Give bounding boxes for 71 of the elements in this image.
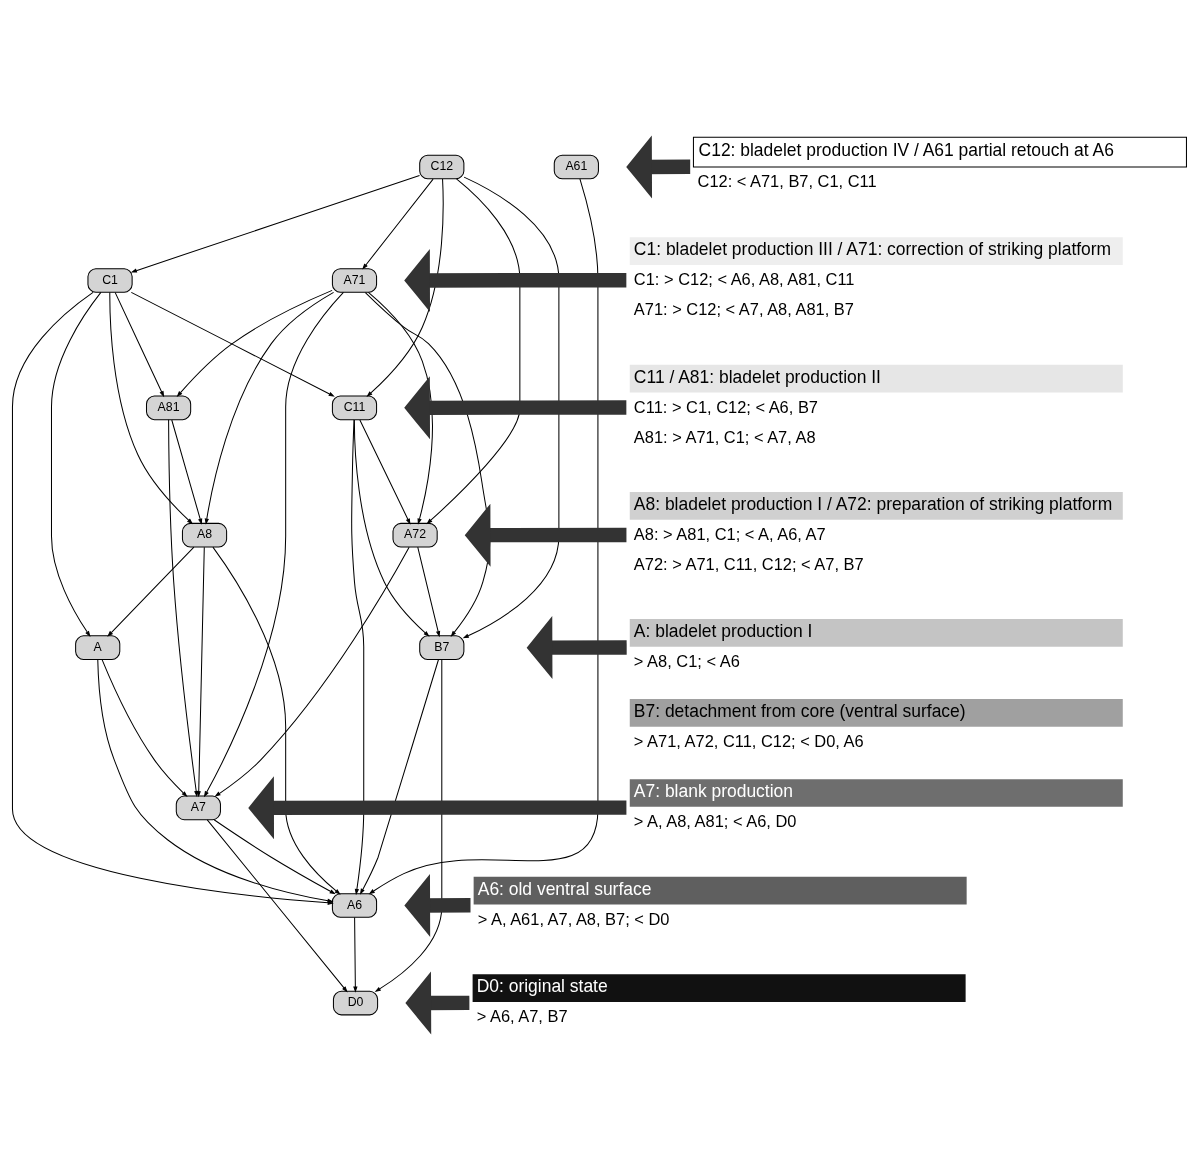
arrow (114, 292, 165, 398)
node-box: D0: original state (472, 974, 966, 1002)
arrow (50, 291, 102, 637)
arrow (130, 291, 335, 397)
arrow (405, 971, 470, 1035)
arrow (214, 546, 410, 797)
node-box: C1 (87, 268, 133, 293)
node-box: C11 (331, 395, 378, 421)
arrow (404, 376, 627, 440)
node-box: C12 (419, 154, 465, 180)
node-box: A8: bladelet production I / A72: preparation of striking platform (629, 492, 1123, 520)
node-box: A72 (392, 522, 438, 548)
node-label: > A8, C1; < A6 (633, 651, 740, 670)
node-box: A61 (553, 154, 599, 180)
arrow (101, 659, 188, 798)
node-box: C11 / A81: bladelet production II (629, 364, 1123, 393)
node-label: > A, A61, A7, A8, B7; < D0 (477, 909, 670, 928)
node-box: B7: detachment from core (ventral surface) (629, 699, 1123, 727)
node-label: A71: > C12; < A7, A8, A81, B7 (633, 300, 854, 319)
arrow (366, 178, 444, 397)
node-box: A6 (331, 893, 378, 918)
arrow (368, 178, 599, 895)
arrow (359, 419, 411, 525)
node-box: A7 (175, 795, 221, 821)
node-box: A81 (146, 395, 192, 421)
node-label: C1: > C12; < A6, A8, A81, C11 (633, 270, 855, 289)
node-label: > A6, A7, B7 (476, 1007, 568, 1026)
node-label: C11: > C1, C12; < A6, B7 (633, 397, 818, 416)
arrow (212, 546, 341, 895)
arrow (426, 178, 521, 525)
arrow (353, 916, 358, 993)
node-label: > A71, A72, C11, C12; < D0, A6 (633, 732, 864, 751)
arrow (374, 659, 443, 992)
node-box: A8 (181, 522, 228, 548)
arrow (171, 419, 203, 525)
node-box: D0 (332, 990, 379, 1016)
arrow (248, 776, 627, 840)
arrow (130, 174, 421, 273)
arrow (204, 291, 335, 525)
arrow (203, 291, 344, 798)
node-label: A81: > A71, C1; < A7, A8 (633, 427, 816, 446)
arrow (176, 289, 333, 398)
node-box: A71 (331, 268, 378, 293)
arrow (213, 819, 336, 895)
arrow (464, 503, 627, 567)
node-box: A7: blank production (629, 779, 1123, 807)
node-label: > A, A8, A81; < A6, D0 (633, 812, 797, 831)
arrow (362, 178, 434, 270)
arrow (526, 616, 627, 680)
arrow (206, 819, 348, 993)
arrow (97, 658, 334, 903)
arrow (107, 546, 195, 637)
arrow (11, 291, 334, 905)
node-box: A6: old ventral surface (473, 876, 967, 905)
arrow (462, 176, 560, 639)
arrow (359, 659, 439, 895)
arrow (364, 292, 491, 637)
arrow (353, 419, 430, 637)
node-box: A (75, 635, 121, 660)
node-label: A72: > A71, C11, C12; < A7, B7 (633, 554, 864, 573)
arrow (168, 419, 199, 798)
arrow (626, 135, 691, 199)
arrow (417, 546, 441, 638)
node-box: B7 (419, 635, 465, 660)
node-label: C12: < A71, B7, C1, C11 (697, 172, 877, 191)
node-box: A: bladelet production I (629, 618, 1123, 647)
node-label: A8: > A81, C1; < A, A6, A7 (633, 525, 826, 544)
arrow (367, 291, 433, 525)
arrow (351, 419, 365, 896)
arrow (404, 248, 627, 312)
arrow (196, 546, 205, 798)
